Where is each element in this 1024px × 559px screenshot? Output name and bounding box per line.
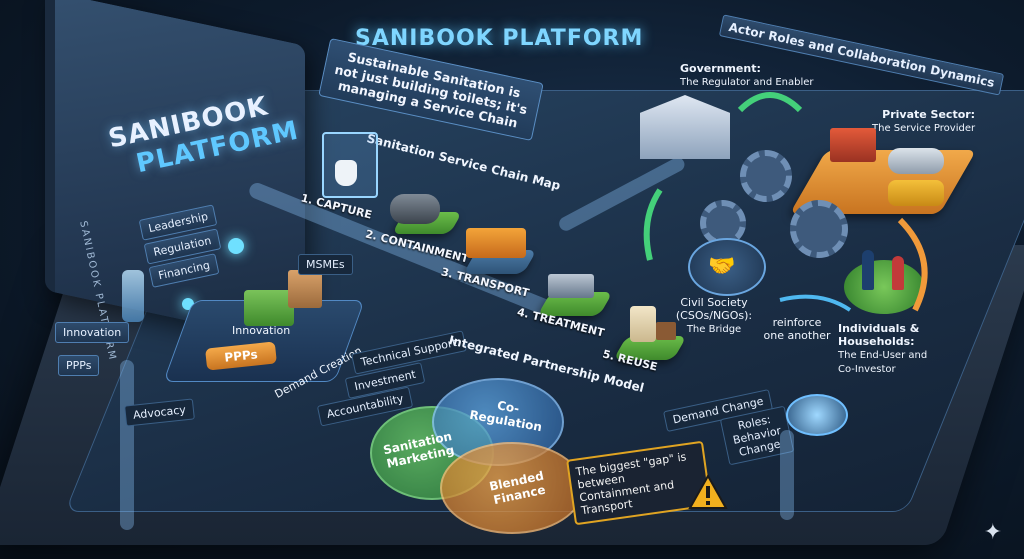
shop-icon bbox=[830, 128, 876, 162]
civil-name: Civil Society (CSOs/NGOs): bbox=[675, 296, 753, 322]
crate-icon bbox=[656, 322, 676, 340]
private-name: Private Sector: bbox=[882, 108, 976, 121]
handshake-icon: 🤝 bbox=[708, 254, 736, 279]
government-label: Government: The Regulator and Enabler bbox=[680, 62, 814, 89]
government-name: Government: bbox=[680, 62, 761, 75]
valve-icon bbox=[786, 394, 848, 436]
civil-role: The Bridge bbox=[686, 324, 742, 335]
hub-innovation-label: Innovation bbox=[232, 324, 291, 337]
arrow-private-household bbox=[897, 217, 928, 312]
private-role: The Service Provider bbox=[872, 123, 976, 134]
households-name: Individuals & Households: bbox=[838, 322, 920, 348]
warning-icon bbox=[688, 474, 728, 509]
tag-ppps: PPPs bbox=[58, 355, 100, 376]
tag-innovation: Innovation bbox=[55, 322, 130, 343]
handshake-node bbox=[688, 238, 766, 296]
tank-icon bbox=[390, 194, 440, 224]
gear-icon-2 bbox=[790, 200, 848, 258]
flow-road-left bbox=[120, 360, 134, 530]
arrow-civil-gov bbox=[643, 188, 663, 261]
page-title: SANIBOOK PLATFORM bbox=[355, 26, 644, 51]
tanker-truck-icon bbox=[888, 148, 944, 174]
person-icon bbox=[862, 250, 874, 290]
household-platform bbox=[844, 260, 924, 314]
vacuum-truck-icon bbox=[888, 180, 944, 206]
sparkle-icon: ✦ bbox=[983, 520, 1002, 545]
glass-pillar bbox=[122, 270, 144, 322]
households-label: Individuals & Households: The End-User a… bbox=[838, 322, 938, 376]
fertilizer-bag-icon bbox=[630, 306, 656, 342]
person-icon-2 bbox=[892, 256, 904, 290]
collaboration-arrows bbox=[643, 92, 928, 312]
pipe bbox=[780, 430, 794, 520]
toilet-icon bbox=[335, 160, 357, 186]
households-role: The End-User and Co-Investor bbox=[838, 350, 928, 375]
glow-node bbox=[228, 238, 244, 254]
reinforce-label: reinforce one another bbox=[763, 316, 831, 342]
arrow-gov-private bbox=[737, 92, 803, 113]
arrow-reinforce bbox=[779, 294, 852, 312]
truck-icon bbox=[466, 228, 526, 258]
boxes-icon bbox=[288, 270, 322, 308]
private-label: Private Sector: The Service Provider bbox=[872, 108, 975, 135]
gear-icon bbox=[740, 150, 792, 202]
venn-circle-finance bbox=[440, 442, 584, 534]
civil-society-label: Civil Society (CSOs/NGOs): The Bridge bbox=[674, 296, 754, 336]
house-icon bbox=[244, 290, 294, 326]
tag-msmes: MSMEs bbox=[298, 254, 353, 275]
treatment-plant-icon bbox=[548, 274, 594, 298]
government-role: The Regulator and Enabler bbox=[680, 77, 814, 88]
